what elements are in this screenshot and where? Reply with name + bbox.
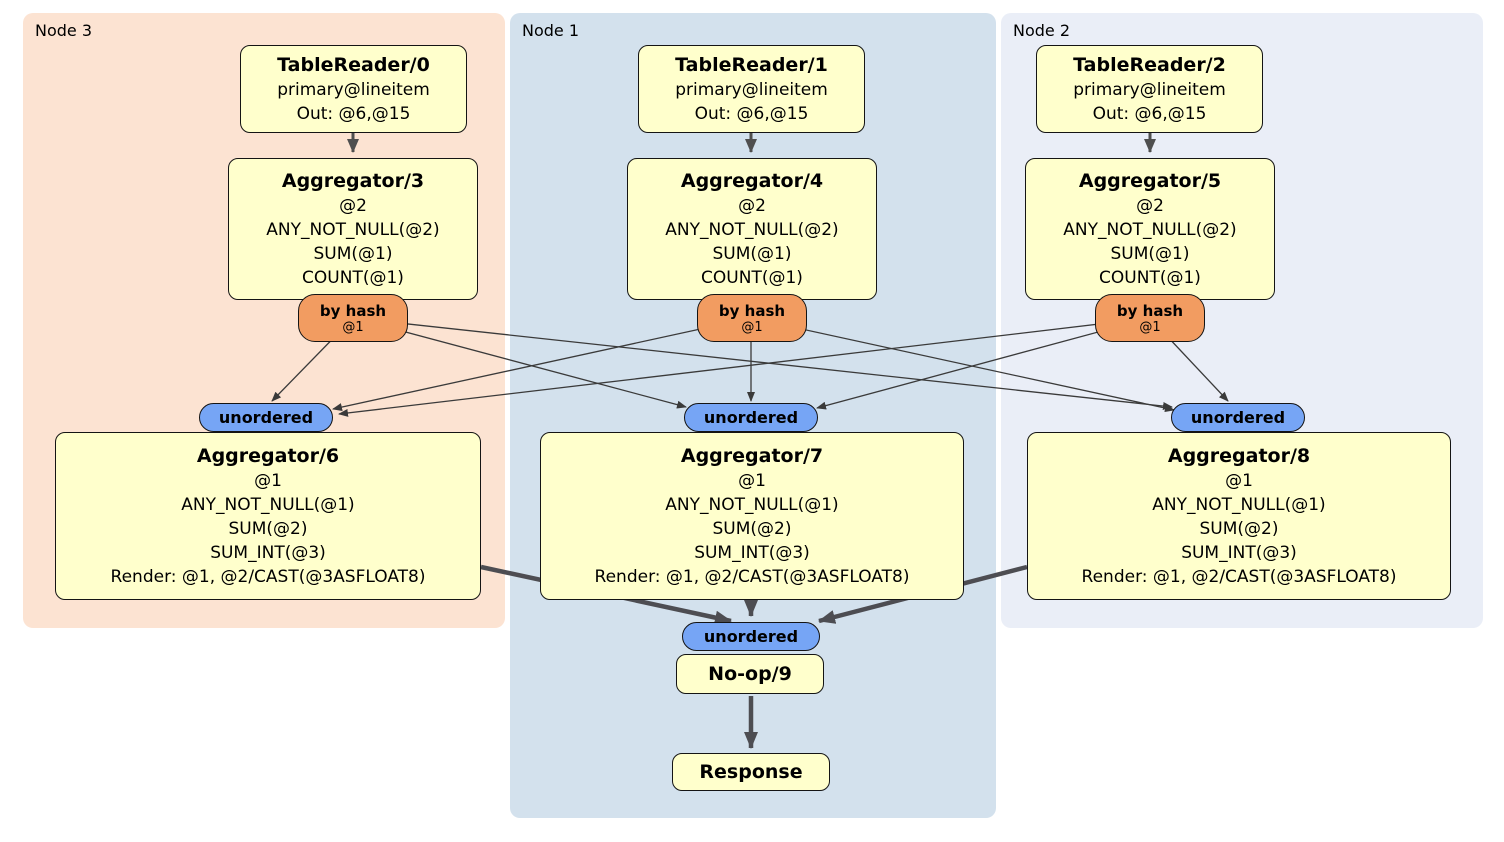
processor-detail: ANY_NOT_NULL(@1): [181, 494, 355, 515]
router-by-hash-node3: by hash @1: [298, 294, 408, 342]
processor-title: TableReader/1: [675, 53, 828, 76]
processor-title: Aggregator/4: [680, 169, 824, 192]
processor-title: Aggregator/8: [1167, 444, 1311, 467]
processor-tablereader-2: TableReader/2 primary@lineitem Out: @6,@…: [1036, 45, 1263, 133]
sync-unordered-node3: unordered: [199, 403, 333, 432]
processor-detail: ANY_NOT_NULL(@2): [266, 219, 440, 240]
processor-detail: @1: [254, 470, 282, 491]
sync-label: unordered: [703, 408, 799, 427]
sync-label: unordered: [703, 627, 799, 646]
router-columns: @1: [1139, 319, 1161, 335]
processor-aggregator-8: Aggregator/8 @1 ANY_NOT_NULL(@1) SUM(@2)…: [1027, 432, 1451, 600]
sync-label: unordered: [1190, 408, 1286, 427]
region-node-2-label: Node 2: [1013, 21, 1071, 40]
processor-title: Aggregator/3: [281, 169, 425, 192]
processor-title: Aggregator/7: [680, 444, 824, 467]
sync-label: unordered: [218, 408, 314, 427]
processor-detail: @2: [738, 195, 766, 216]
processor-detail: Render: @1, @2/CAST(@3ASFLOAT8): [594, 566, 910, 587]
processor-aggregator-4: Aggregator/4 @2 ANY_NOT_NULL(@2) SUM(@1)…: [627, 158, 877, 300]
processor-title: Response: [699, 760, 803, 783]
processor-detail: SUM_INT(@3): [694, 542, 810, 563]
region-node-1-label: Node 1: [522, 21, 580, 40]
sync-unordered-node2: unordered: [1171, 403, 1305, 432]
region-node-3-label: Node 3: [35, 21, 93, 40]
router-label: by hash: [718, 301, 786, 320]
processor-aggregator-6: Aggregator/6 @1 ANY_NOT_NULL(@1) SUM(@2)…: [55, 432, 481, 600]
processor-detail: primary@lineitem: [675, 79, 828, 100]
processor-response: Response: [672, 753, 830, 791]
processor-detail: COUNT(@1): [302, 267, 404, 288]
processor-detail: SUM(@2): [228, 518, 308, 539]
processor-aggregator-7: Aggregator/7 @1 ANY_NOT_NULL(@1) SUM(@2)…: [540, 432, 964, 600]
processor-detail: SUM(@1): [1110, 243, 1190, 264]
processor-detail: Render: @1, @2/CAST(@3ASFLOAT8): [1081, 566, 1397, 587]
processor-detail: SUM(@1): [313, 243, 393, 264]
processor-detail: SUM(@2): [1199, 518, 1279, 539]
processor-detail: Out: @6,@15: [694, 103, 809, 124]
processor-detail: Out: @6,@15: [296, 103, 411, 124]
processor-title: Aggregator/5: [1078, 169, 1222, 192]
processor-detail: @1: [1225, 470, 1253, 491]
processor-detail: SUM(@1): [712, 243, 792, 264]
router-by-hash-node1: by hash @1: [697, 294, 807, 342]
processor-detail: ANY_NOT_NULL(@1): [665, 494, 839, 515]
processor-aggregator-5: Aggregator/5 @2 ANY_NOT_NULL(@2) SUM(@1)…: [1025, 158, 1275, 300]
processor-detail: SUM_INT(@3): [1181, 542, 1297, 563]
processor-detail: primary@lineitem: [1073, 79, 1226, 100]
processor-tablereader-0: TableReader/0 primary@lineitem Out: @6,@…: [240, 45, 467, 133]
router-by-hash-node2: by hash @1: [1095, 294, 1205, 342]
processor-title: TableReader/0: [277, 53, 430, 76]
processor-detail: ANY_NOT_NULL(@2): [1063, 219, 1237, 240]
router-label: by hash: [1116, 301, 1184, 320]
processor-detail: ANY_NOT_NULL(@1): [1152, 494, 1326, 515]
router-label: by hash: [319, 301, 387, 320]
processor-detail: @1: [738, 470, 766, 491]
processor-aggregator-3: Aggregator/3 @2 ANY_NOT_NULL(@2) SUM(@1)…: [228, 158, 478, 300]
processor-detail: SUM_INT(@3): [210, 542, 326, 563]
processor-noop-9: No-op/9: [676, 654, 824, 694]
processor-detail: SUM(@2): [712, 518, 792, 539]
sync-unordered-final: unordered: [682, 622, 820, 651]
processor-detail: COUNT(@1): [701, 267, 803, 288]
processor-tablereader-1: TableReader/1 primary@lineitem Out: @6,@…: [638, 45, 865, 133]
sync-unordered-node1: unordered: [684, 403, 818, 432]
processor-detail: @2: [339, 195, 367, 216]
processor-detail: Out: @6,@15: [1092, 103, 1207, 124]
router-columns: @1: [741, 319, 763, 335]
processor-detail: COUNT(@1): [1099, 267, 1201, 288]
processor-detail: ANY_NOT_NULL(@2): [665, 219, 839, 240]
processor-detail: primary@lineitem: [277, 79, 430, 100]
processor-detail: @2: [1136, 195, 1164, 216]
processor-detail: Render: @1, @2/CAST(@3ASFLOAT8): [110, 566, 426, 587]
processor-title: No-op/9: [708, 662, 792, 685]
processor-title: TableReader/2: [1073, 53, 1226, 76]
router-columns: @1: [342, 319, 364, 335]
processor-title: Aggregator/6: [196, 444, 340, 467]
